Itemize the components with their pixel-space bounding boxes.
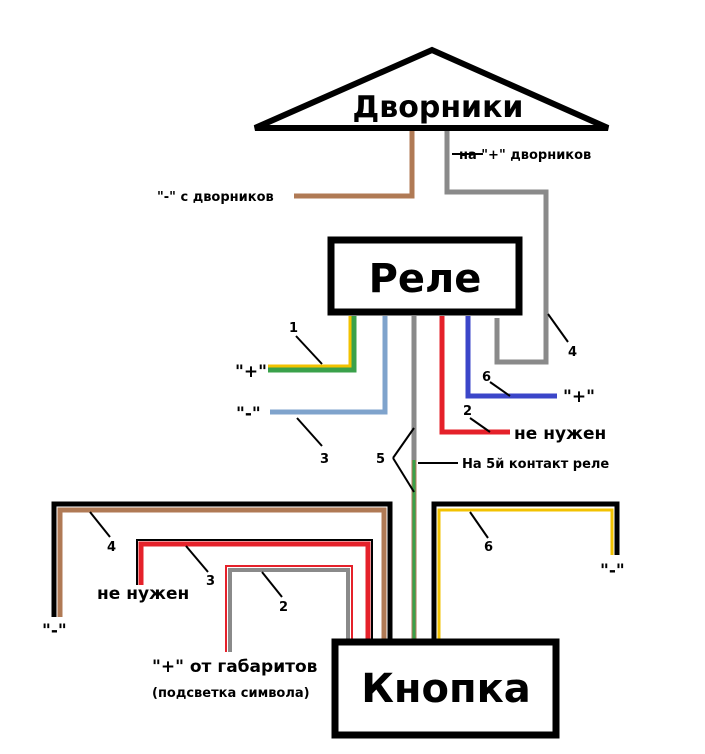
button-pin-4-leader: [89, 511, 111, 538]
pin-3-leader: [296, 417, 323, 447]
label-relay-plus-left: "+": [235, 362, 267, 382]
wire-button-3-black: [136, 539, 373, 640]
label-button-backlight: (подсветка символа): [152, 686, 310, 701]
label-wiper-minus: "-" с дворников: [157, 190, 274, 205]
wire-relay-1-yellow: [268, 316, 352, 368]
wire-wiper-minus: [294, 131, 415, 199]
button-box: [331, 638, 560, 739]
relay-leaders: [295, 335, 511, 493]
wiper-wires: [294, 131, 569, 365]
wire-button-2-gray: [228, 568, 350, 652]
relay-wires: [268, 316, 557, 640]
wire-relay-2: [439, 316, 510, 435]
button-pin-6-leader: [469, 511, 489, 539]
label-button-not-needed: не нужен: [97, 584, 189, 604]
button-pin-3-leader: [185, 545, 209, 573]
wire-button-4-brown: [57, 507, 387, 640]
relay-block: Реле: [327, 236, 523, 316]
label-relay-pin5: На 5й контакт реле: [462, 457, 609, 472]
button-title: Кнопка: [361, 666, 531, 712]
pin-4-leader: [547, 313, 569, 343]
pin-button-3: 3: [206, 574, 215, 589]
wipers-triangle: [253, 46, 610, 131]
wire-button-6-black: [431, 501, 620, 640]
pin-button-4: 4: [107, 540, 116, 555]
label-relay-plus-right: "+": [563, 387, 595, 407]
relay-box: [327, 236, 523, 316]
pin-relay-2: 2: [463, 404, 472, 419]
pin-button-2: 2: [279, 600, 288, 615]
wire-button-6-yellow: [437, 508, 614, 640]
wipers-title: Дворники: [353, 90, 524, 125]
wire-button-2-red: [225, 565, 353, 652]
wipers-block: Дворники: [253, 46, 610, 131]
wire-relay-1-green: [268, 316, 357, 373]
relay-title: Реле: [369, 256, 482, 302]
button-wires: [51, 501, 620, 652]
pin-2-leader: [469, 417, 491, 433]
label-wiper-plus: на "+" дворников: [459, 148, 591, 163]
wire-button-4-black: [51, 501, 393, 640]
button-block: Кнопка: [331, 638, 560, 739]
pin-relay-1: 1: [289, 321, 298, 336]
wire-wiper-plus: [444, 131, 549, 365]
pin-6-leader: [489, 381, 511, 397]
pin-button-6: 6: [484, 540, 493, 555]
pin-1-leader: [295, 335, 323, 365]
label-relay-not-needed: не нужен: [514, 424, 606, 444]
wire-relay-3: [270, 316, 388, 415]
label-button-plus-lights: "+" от габаритов: [152, 657, 318, 677]
pin-relay-5: 5: [376, 452, 385, 467]
pin-relay-4: 4: [568, 345, 577, 360]
pin-5-leader-b: [392, 457, 415, 493]
label-relay-minus-left: "-": [236, 404, 261, 424]
pin-5-leader-a: [392, 427, 415, 459]
pin-relay-6: 6: [482, 370, 491, 385]
wire-relay-6: [465, 316, 557, 399]
button-pin-2-leader: [261, 571, 283, 598]
label-button-minus-right: "-": [600, 561, 625, 581]
wire-button-3-red: [138, 541, 371, 640]
label-button-minus-left: "-": [42, 621, 67, 641]
button-leaders: [89, 511, 489, 598]
pin-relay-3: 3: [320, 452, 329, 467]
